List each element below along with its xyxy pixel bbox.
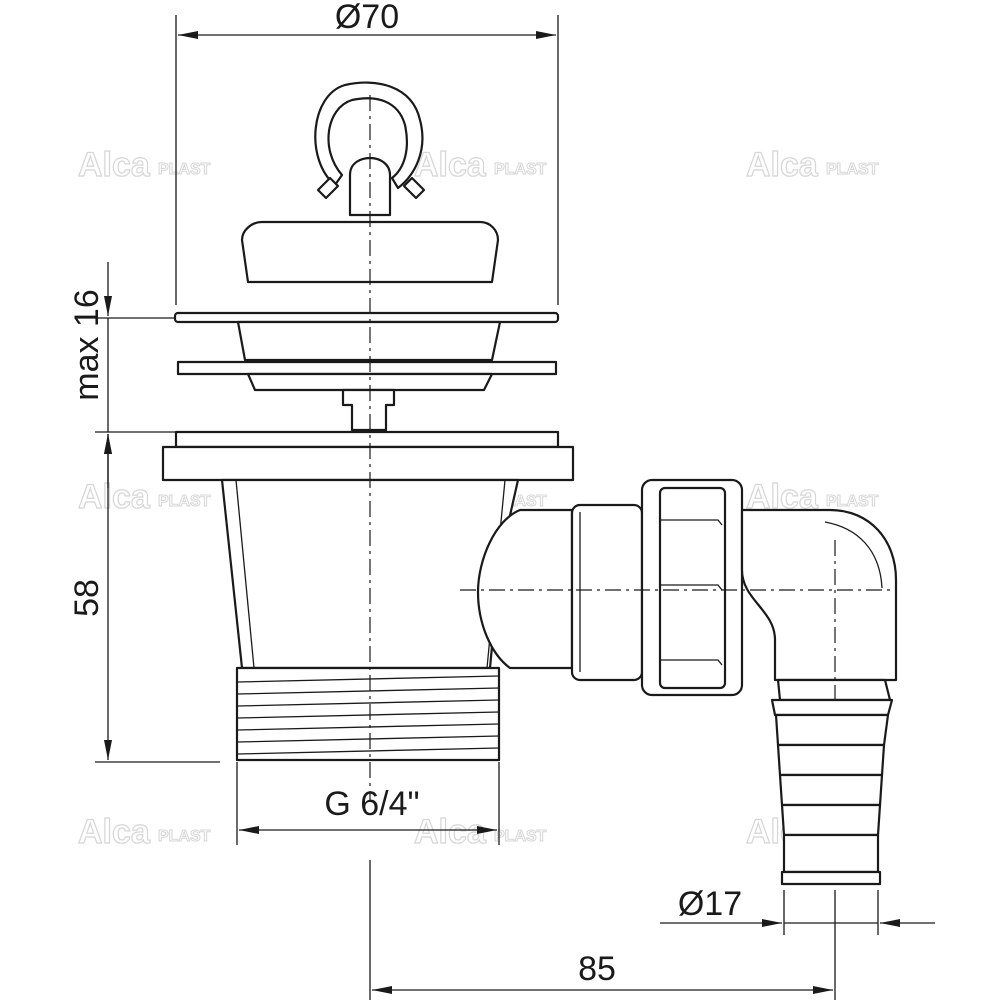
watermark-logo: Alca PLAST — [745, 145, 879, 184]
height-label: 58 — [68, 579, 106, 617]
svg-text:Alca: Alca — [78, 478, 151, 516]
watermark-logo: Alca PLAST — [77, 145, 211, 184]
side-outlet — [476, 503, 644, 682]
svg-text:Alca: Alca — [78, 813, 151, 851]
hose-elbow — [740, 508, 898, 886]
svg-text:Alca: Alca — [746, 146, 819, 184]
watermark-logo: Alca PLAST — [77, 477, 211, 516]
svg-text:Alca: Alca — [414, 813, 487, 851]
watermark-logo: Alca PLAST — [77, 812, 211, 851]
svg-text:PLAST: PLAST — [158, 161, 211, 178]
svg-text:PLAST: PLAST — [826, 493, 879, 510]
center-lines — [369, 95, 890, 800]
watermark-logo: Alca PLAST — [413, 145, 547, 184]
svg-text:PLAST: PLAST — [826, 161, 879, 178]
dimension-height: 58 — [68, 434, 220, 763]
hose-diameter-label: Ø17 — [678, 885, 742, 923]
dimension-diameter-top: Ø70 — [175, 0, 559, 305]
thread-label: G 6/4" — [324, 785, 419, 823]
dimension-thread: G 6/4" — [236, 762, 500, 845]
svg-text:PLAST: PLAST — [494, 161, 547, 178]
svg-text:PLAST: PLAST — [158, 828, 211, 845]
dimension-max-depth: max 16 — [68, 262, 175, 488]
diameter-top-label: Ø70 — [335, 0, 399, 36]
dimension-offset: 85 — [369, 860, 836, 1000]
strainer-basket — [173, 311, 560, 432]
max-depth-label: max 16 — [68, 289, 106, 401]
svg-text:PLAST: PLAST — [494, 828, 547, 845]
thread-lines — [236, 675, 500, 755]
watermark-logo: Alca PLAST — [413, 812, 547, 851]
offset-label: 85 — [578, 950, 616, 988]
svg-text:Alca: Alca — [414, 146, 487, 184]
svg-text:PLAST: PLAST — [158, 493, 211, 510]
union-nut — [640, 478, 744, 697]
svg-text:Alca: Alca — [78, 146, 151, 184]
dimension-hose-diameter: Ø17 — [660, 885, 935, 935]
